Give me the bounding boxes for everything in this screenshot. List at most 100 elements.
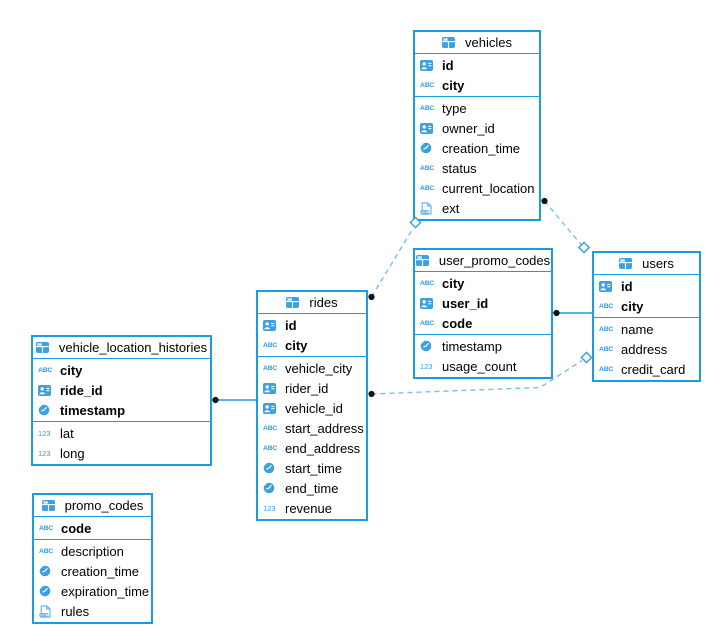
- relation-dot-marker: [212, 396, 219, 404]
- column-rides-rider_id[interactable]: rider_id: [258, 378, 366, 398]
- time-type-icon: [39, 585, 57, 597]
- column-user_promo_codes-timestamp[interactable]: timestamp: [415, 336, 551, 356]
- text-type-icon: ABC: [599, 325, 614, 333]
- column-promo_codes-creation_time[interactable]: creation_time: [34, 561, 151, 581]
- column-label: id: [285, 317, 297, 333]
- text-type-icon: ABC: [263, 341, 278, 349]
- column-label: start_address: [285, 420, 364, 436]
- column-rides-start_time[interactable]: start_time: [258, 458, 366, 478]
- column-label: ride_id: [60, 382, 103, 398]
- number-type-icon: 123: [38, 448, 51, 458]
- column-label: id: [621, 278, 633, 294]
- relation-rides-vehicles[interactable]: [368, 216, 422, 301]
- id-type-icon: [263, 402, 281, 414]
- table-name: vehicles: [465, 35, 512, 50]
- column-label: code: [61, 520, 92, 536]
- text-type-icon: ABC: [420, 184, 435, 192]
- column-vehicles-owner_id[interactable]: owner_id: [415, 118, 539, 138]
- table-icon: [619, 258, 637, 269]
- number-type-icon: 123: [420, 361, 433, 371]
- column-users-id[interactable]: id: [594, 276, 699, 296]
- table-icon: [415, 255, 434, 266]
- column-label: vehicle_id: [285, 400, 343, 416]
- column-vehicle_location_histories-timestamp[interactable]: timestamp: [33, 400, 210, 420]
- column-vehicles-id[interactable]: id: [415, 55, 539, 75]
- svg-text:JSON: JSON: [420, 210, 430, 214]
- relation-dot-marker: [368, 293, 375, 301]
- relation-dot-marker: [541, 197, 548, 205]
- column-vehicle_location_histories-ride_id[interactable]: ride_id: [33, 380, 210, 400]
- column-label: type: [442, 100, 467, 116]
- column-label: long: [60, 445, 85, 461]
- column-rides-id[interactable]: id: [258, 315, 366, 335]
- text-type-icon: ABC: [599, 365, 614, 373]
- id-type-icon: [263, 319, 281, 331]
- table-name: promo_codes: [64, 498, 144, 513]
- table-header[interactable]: rides: [258, 292, 366, 313]
- relation-vehicles-users[interactable]: [541, 197, 591, 254]
- relation-dot-marker: [368, 390, 375, 398]
- column-rides-vehicle_id[interactable]: vehicle_id: [258, 398, 366, 418]
- table-header[interactable]: vehicle_location_histories: [33, 337, 210, 358]
- column-promo_codes-expiration_time[interactable]: expiration_time: [34, 581, 151, 601]
- table-header[interactable]: users: [594, 253, 699, 274]
- table-header[interactable]: vehicles: [415, 32, 539, 53]
- time-type-icon: [263, 462, 281, 474]
- table-header[interactable]: promo_codes: [34, 495, 151, 516]
- table-icon: [286, 297, 304, 308]
- table-header[interactable]: user_promo_codes: [415, 250, 551, 271]
- column-rides-end_time[interactable]: end_time: [258, 478, 366, 498]
- column-vehicles-creation_time[interactable]: creation_time: [415, 138, 539, 158]
- json-type-icon: JSON: [39, 604, 57, 618]
- relation-user_promo_codes-users[interactable]: [553, 309, 592, 317]
- relation-diamond-marker: [409, 216, 422, 229]
- column-label: city: [442, 275, 465, 291]
- number-type-icon: 123: [263, 503, 276, 513]
- relation-vehicle_location_histories-rides[interactable]: [212, 396, 256, 404]
- relation-rides-users[interactable]: [368, 351, 593, 398]
- id-type-icon: [420, 297, 438, 309]
- text-type-icon: ABC: [420, 81, 435, 89]
- column-label: end_address: [285, 440, 361, 456]
- column-vehicle_location_histories-long[interactable]: 123 long: [33, 443, 210, 463]
- column-user_promo_codes-usage_count[interactable]: 123 usage_count: [415, 356, 551, 376]
- columns-section: timestamp 123 usage_count: [415, 334, 551, 377]
- time-type-icon: [39, 565, 57, 577]
- column-user_promo_codes-user_id[interactable]: user_id: [415, 293, 551, 313]
- column-label: usage_count: [442, 358, 517, 374]
- column-label: description: [61, 543, 124, 559]
